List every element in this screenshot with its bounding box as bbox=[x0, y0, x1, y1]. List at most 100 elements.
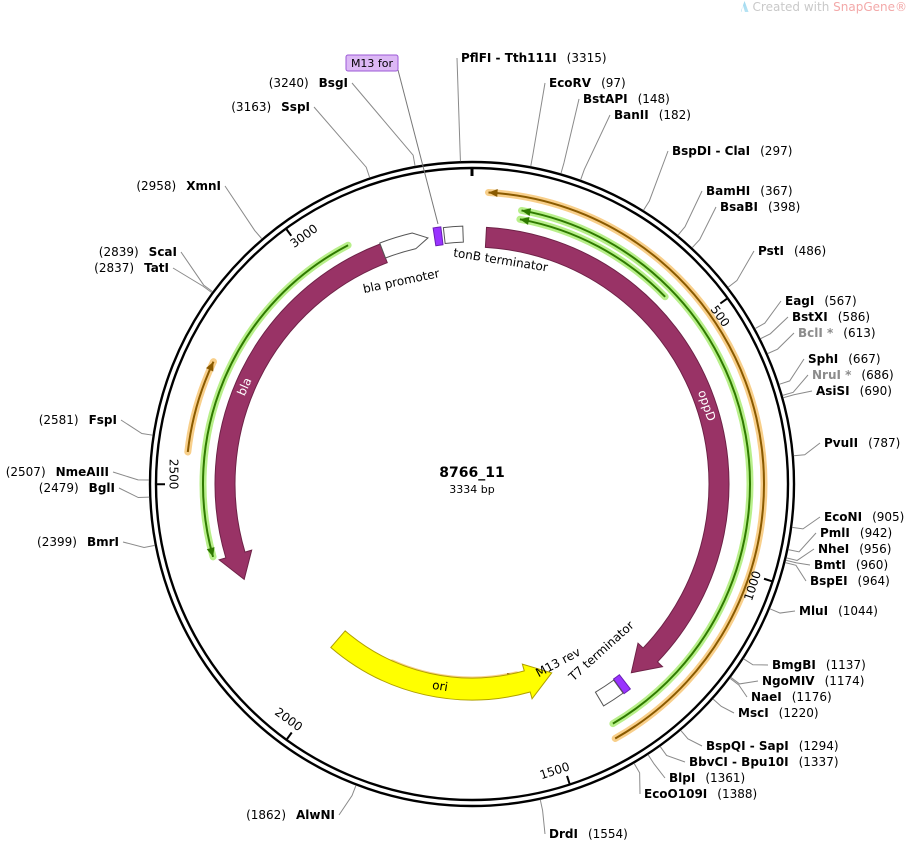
site-text: NaeI(1176) bbox=[751, 690, 832, 704]
site-pos: (486) bbox=[794, 244, 826, 258]
site-EcoNI: EcoNI(905) bbox=[792, 510, 904, 530]
site-leader bbox=[580, 114, 611, 180]
site-leader bbox=[730, 676, 759, 685]
watermark-prefix: Created with bbox=[752, 0, 834, 14]
site-SspI: (3163)SspI bbox=[231, 100, 371, 178]
site-leader bbox=[530, 82, 546, 167]
site-name: AlwNI bbox=[296, 808, 335, 822]
site-name: NmeAIII bbox=[56, 465, 109, 479]
feature-M13-rev bbox=[612, 674, 632, 695]
backbone-layer bbox=[148, 160, 796, 808]
site-name: FspI bbox=[89, 413, 117, 427]
site-leader bbox=[647, 754, 666, 779]
site-leader bbox=[172, 267, 213, 294]
orf-green bbox=[521, 209, 751, 725]
site-BlpI: BlpI(1361) bbox=[647, 754, 745, 785]
tick-mark bbox=[286, 731, 293, 740]
tick-label: 2000 bbox=[272, 705, 305, 734]
site-name: NheI bbox=[818, 542, 849, 556]
site-name: BspDI - ClaI bbox=[672, 144, 750, 158]
site-name: EcoRV bbox=[549, 76, 592, 90]
tick-label: 3000 bbox=[288, 221, 321, 250]
site-text: (2581)FspI bbox=[39, 413, 117, 427]
site-text: BbvCI - Bpu10I(1337) bbox=[689, 755, 839, 769]
site-name: BsgI bbox=[319, 76, 348, 90]
site-leader bbox=[677, 190, 703, 236]
site-leader bbox=[788, 532, 817, 553]
site-pos: (567) bbox=[824, 294, 856, 308]
site-leader bbox=[760, 316, 789, 340]
watermark-brand: SnapGene bbox=[833, 0, 895, 14]
site-MluI: MluI(1044) bbox=[769, 604, 878, 618]
site-pos: (1220) bbox=[779, 706, 819, 720]
site-pos: (1176) bbox=[792, 690, 832, 704]
site-BmtI: BmtI(960) bbox=[785, 558, 888, 572]
site-text: EcoNI(905) bbox=[824, 510, 904, 524]
site-pos: (960) bbox=[856, 558, 888, 572]
site-pos: (667) bbox=[848, 352, 880, 366]
site-pos: (905) bbox=[872, 510, 904, 524]
site-leader bbox=[456, 57, 461, 162]
site-pos: (1862) bbox=[246, 808, 286, 822]
site-name: DrdI bbox=[549, 827, 578, 841]
site-name: ScaI bbox=[149, 245, 177, 259]
site-leader bbox=[743, 658, 769, 666]
site-text: BspEI(964) bbox=[810, 574, 890, 588]
site-pos: (964) bbox=[858, 574, 890, 588]
orf-green-short bbox=[519, 218, 666, 298]
feature-label-bla: bla bbox=[234, 375, 254, 397]
site-leader bbox=[351, 82, 416, 167]
site-leader bbox=[118, 487, 150, 499]
site-name: MluI bbox=[799, 604, 828, 618]
backbone-outer bbox=[148, 160, 796, 808]
site-name: SspI bbox=[281, 100, 310, 114]
site-FspI: (2581)FspI bbox=[39, 413, 153, 436]
feature-ori bbox=[330, 630, 553, 701]
site-text: EcoRV (97) bbox=[549, 76, 626, 90]
site-pos: (787) bbox=[868, 436, 900, 450]
site-BspEI: BspEI(964) bbox=[785, 562, 890, 588]
feature-tonB-terminator bbox=[442, 225, 464, 245]
site-name: BlpI bbox=[669, 771, 695, 785]
feature-bla bbox=[214, 243, 388, 581]
site-XmnI: (2958)XmnI bbox=[136, 179, 263, 240]
site-pos: (97) bbox=[601, 76, 626, 90]
site-text: PvuII(787) bbox=[824, 436, 900, 450]
feature-oppD bbox=[484, 226, 730, 674]
site-name: BstAPI bbox=[583, 92, 628, 106]
site-leader bbox=[785, 559, 811, 566]
site-leader bbox=[112, 471, 150, 481]
site-pos: (1337) bbox=[799, 755, 839, 769]
site-layer: PflFI - Tth111I(3315)EcoRV(97)BstAPI(148… bbox=[6, 51, 905, 841]
site-leader bbox=[180, 251, 213, 293]
site-EcoO109I: EcoO109I(1388) bbox=[633, 763, 757, 801]
site-name: AsiSI bbox=[816, 384, 850, 398]
site-leader bbox=[783, 390, 813, 399]
site-PmlI: PmlI(942) bbox=[788, 526, 892, 553]
site-text: MscI (1220) bbox=[738, 706, 819, 720]
site-leader bbox=[779, 358, 805, 385]
site-text: (2479)BglI bbox=[39, 481, 115, 495]
site-pos: (2837) bbox=[94, 261, 134, 275]
site-name: NgoMIV bbox=[762, 674, 815, 688]
backbone-inner bbox=[154, 166, 790, 802]
tick-mark bbox=[285, 228, 293, 237]
site-BmgBI: BmgBI(1137) bbox=[743, 658, 866, 672]
site-pos: (2958) bbox=[136, 179, 176, 193]
feature-label-ori: ori bbox=[431, 678, 449, 694]
site-name: BamHI bbox=[706, 184, 750, 198]
watermark-reg: ® bbox=[895, 0, 907, 14]
site-MscI: MscI (1220) bbox=[712, 698, 819, 720]
site-pos: (2507) bbox=[6, 465, 46, 479]
site-name: MscI bbox=[738, 706, 769, 720]
site-name: BglI bbox=[89, 481, 115, 495]
site-text: AsiSI(690) bbox=[816, 384, 892, 398]
site-name: PflFI - Tth111I bbox=[461, 51, 557, 65]
site-pos: (367) bbox=[760, 184, 792, 198]
site-name: BanII bbox=[614, 108, 649, 122]
tick-label: 1000 bbox=[741, 569, 764, 602]
site-leader bbox=[793, 442, 821, 457]
site-BspDI: BspDI - ClaI(297) bbox=[643, 144, 792, 211]
site-text: NgoMIV(1174) bbox=[762, 674, 864, 688]
site-leader bbox=[767, 332, 795, 355]
